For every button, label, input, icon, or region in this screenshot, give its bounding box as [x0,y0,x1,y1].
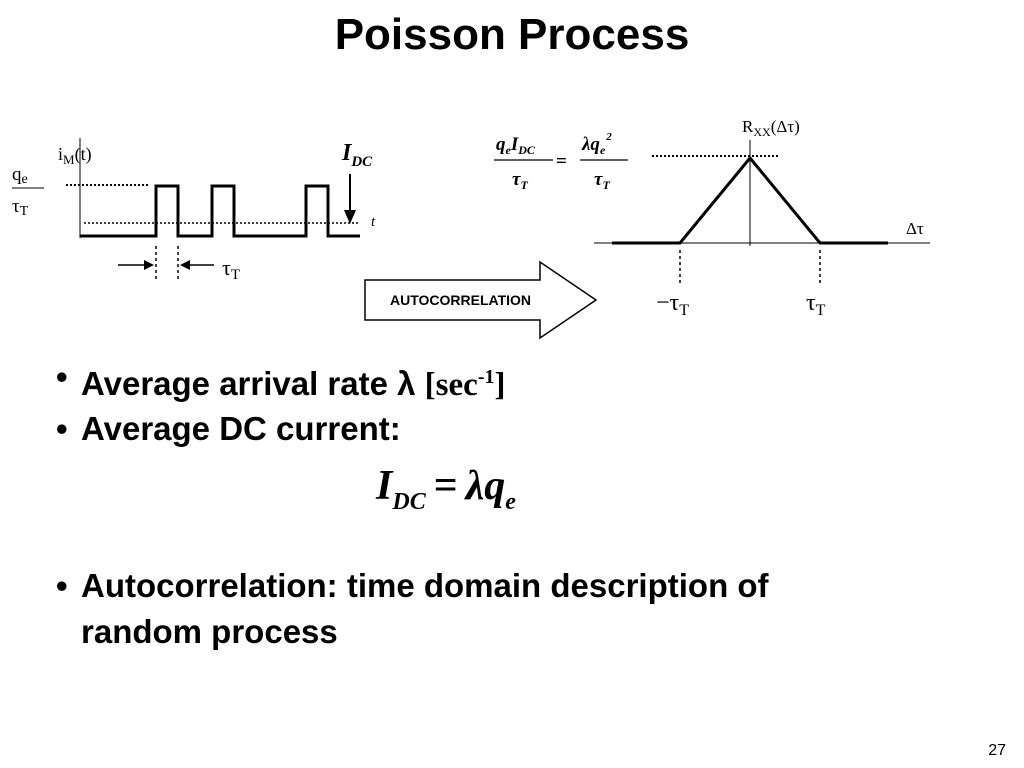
time-label: t [371,214,376,230]
level-label-den: τT [12,196,29,219]
bullet-text-line1: Autocorrelation: time domain description… [81,567,769,604]
triangle-curve [612,155,888,245]
bullet-dot: • [56,410,68,447]
bullet-text: Average DC current: [81,410,401,447]
pulse-train [80,184,360,238]
autocorrelation-plot: RXX(Δτ) Δτ −τT τT qeIDC τT = λqe2 τT [494,117,930,319]
peak-eq-rhs-num: λqe2 [581,131,612,157]
width-arrow-right-head [180,260,190,270]
width-label: τT [222,255,240,283]
figure: iM(t) qe τT t IDC τT AUTOCORRELATION RXX… [12,117,930,340]
r-axis-label: RXX(Δτ) [742,117,800,139]
arrow-shape [364,260,598,340]
dc-current-equation: IDC =λqe [376,462,516,515]
level-label-num: qe [12,164,28,187]
delta-tau-label: Δτ [906,219,924,238]
dc-arrow-head [344,210,356,224]
arrow-label: AUTOCORRELATION [390,292,531,308]
bullet-text: Average arrival rate λ [81,365,425,402]
peak-eq-lhs-den: τT [512,169,528,192]
neg-tick-label: −τT [656,290,689,319]
bullet-text-line2: random process [81,613,338,650]
width-arrow-left-head [144,260,154,270]
eq-op: = [433,463,458,509]
peak-eq-rhs-den: τT [594,169,610,192]
eq-lhs-sub: DC [392,489,426,515]
autocorrelation-arrow: AUTOCORRELATION [364,260,598,340]
pos-tick-label: τT [806,290,826,319]
dc-label: IDC [341,140,373,170]
bullet-unit: [sec-1] [424,366,506,403]
bullet-dot: • [56,567,68,604]
eq-rhs-sub: e [505,489,516,515]
y-axis-label: iM(t) [58,144,92,167]
page-title: Poisson Process [334,10,690,59]
peak-eq-lhs-num: qeIDC [496,134,536,157]
eq-lhs: I [376,463,393,509]
peak-eq-equals: = [556,151,567,172]
peak-equation: qeIDC τT = λqe2 τT [494,131,628,192]
eq-rhs: λq [465,463,506,509]
page-number: 27 [988,742,1006,759]
pulse-train-plot: iM(t) qe τT t IDC τT [12,138,376,283]
bullet-dot: • [56,358,68,395]
